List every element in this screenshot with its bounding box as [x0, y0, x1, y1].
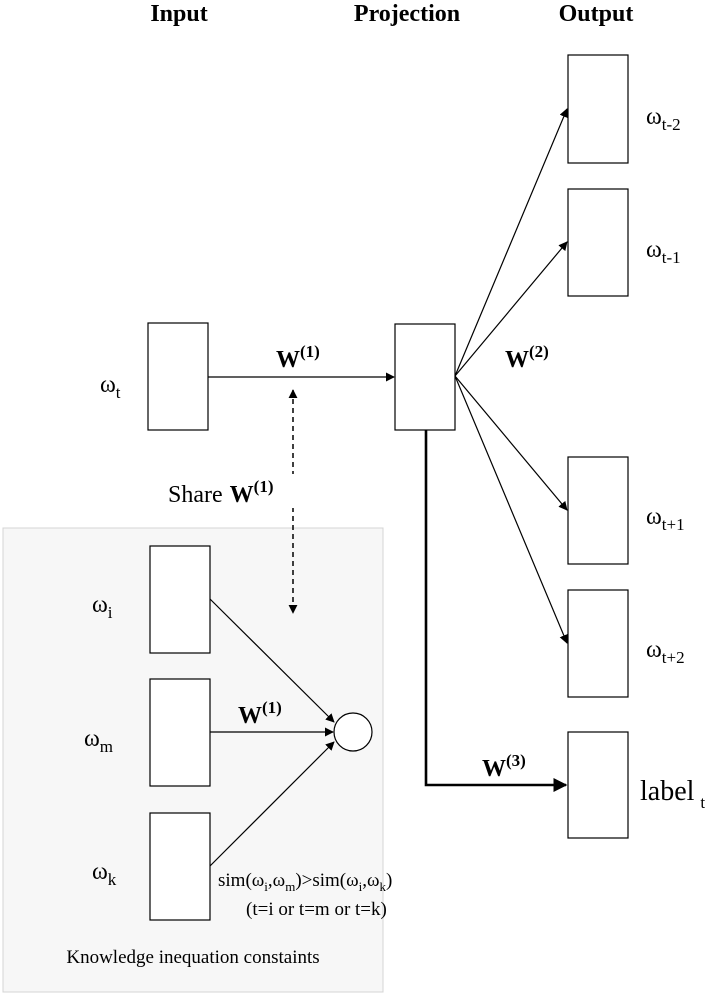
output-label-t-2: ωt-2 [646, 104, 681, 134]
knowledge-label-i: ωi [92, 592, 113, 622]
arrow-proj-t+1 [454, 375, 568, 511]
share-label-bg [163, 474, 303, 508]
label-node-box [567, 731, 629, 839]
knowledge-node-box-m [149, 678, 211, 787]
arrow-proj-t-1 [454, 241, 568, 377]
knowledge-node-box-i [149, 545, 211, 654]
knowledge-weight-label: W(1) [238, 698, 282, 729]
output-label-t-1: ωt-1 [646, 237, 681, 267]
sim-condition: (t=i or t=m or t=k) [246, 899, 387, 920]
output-node-box-t+1 [567, 456, 629, 565]
weight-w1-label: W(1) [276, 342, 320, 373]
knowledge-label-m: ωm [84, 726, 113, 756]
output-label-t+2: ωt+2 [646, 637, 685, 667]
arrow-i-circle [209, 598, 335, 723]
projection-node-box [394, 323, 456, 431]
header-output: Output [559, 1, 634, 27]
output-node-box-t-1 [567, 188, 629, 297]
input-node-box [147, 322, 209, 431]
arrow-proj-t+2 [454, 375, 569, 644]
arrow-k-circle [209, 741, 335, 867]
header-input: Input [150, 1, 207, 27]
arrow-proj-label [424, 430, 568, 792]
arrow-proj-t-2 [454, 108, 569, 377]
knowledge-title: Knowledge inequation constaints [66, 947, 319, 968]
output-node-box-t-2 [567, 54, 629, 164]
output-label-t+1: ωt+1 [646, 504, 685, 534]
weight-w3-label: W(3) [482, 751, 526, 782]
inequation-circle [333, 712, 373, 752]
input-node-label: ωt [100, 372, 121, 402]
sim-inequality: sim(ωi,ωm)>sim(ωi,ωk) [218, 870, 392, 894]
knowledge-node-box-k [149, 812, 211, 921]
weight-w2-label: W(2) [505, 342, 549, 373]
knowledge-label-k: ωk [92, 859, 117, 889]
output-node-box-t+2 [567, 589, 629, 698]
header-projection: Projection [354, 1, 460, 27]
